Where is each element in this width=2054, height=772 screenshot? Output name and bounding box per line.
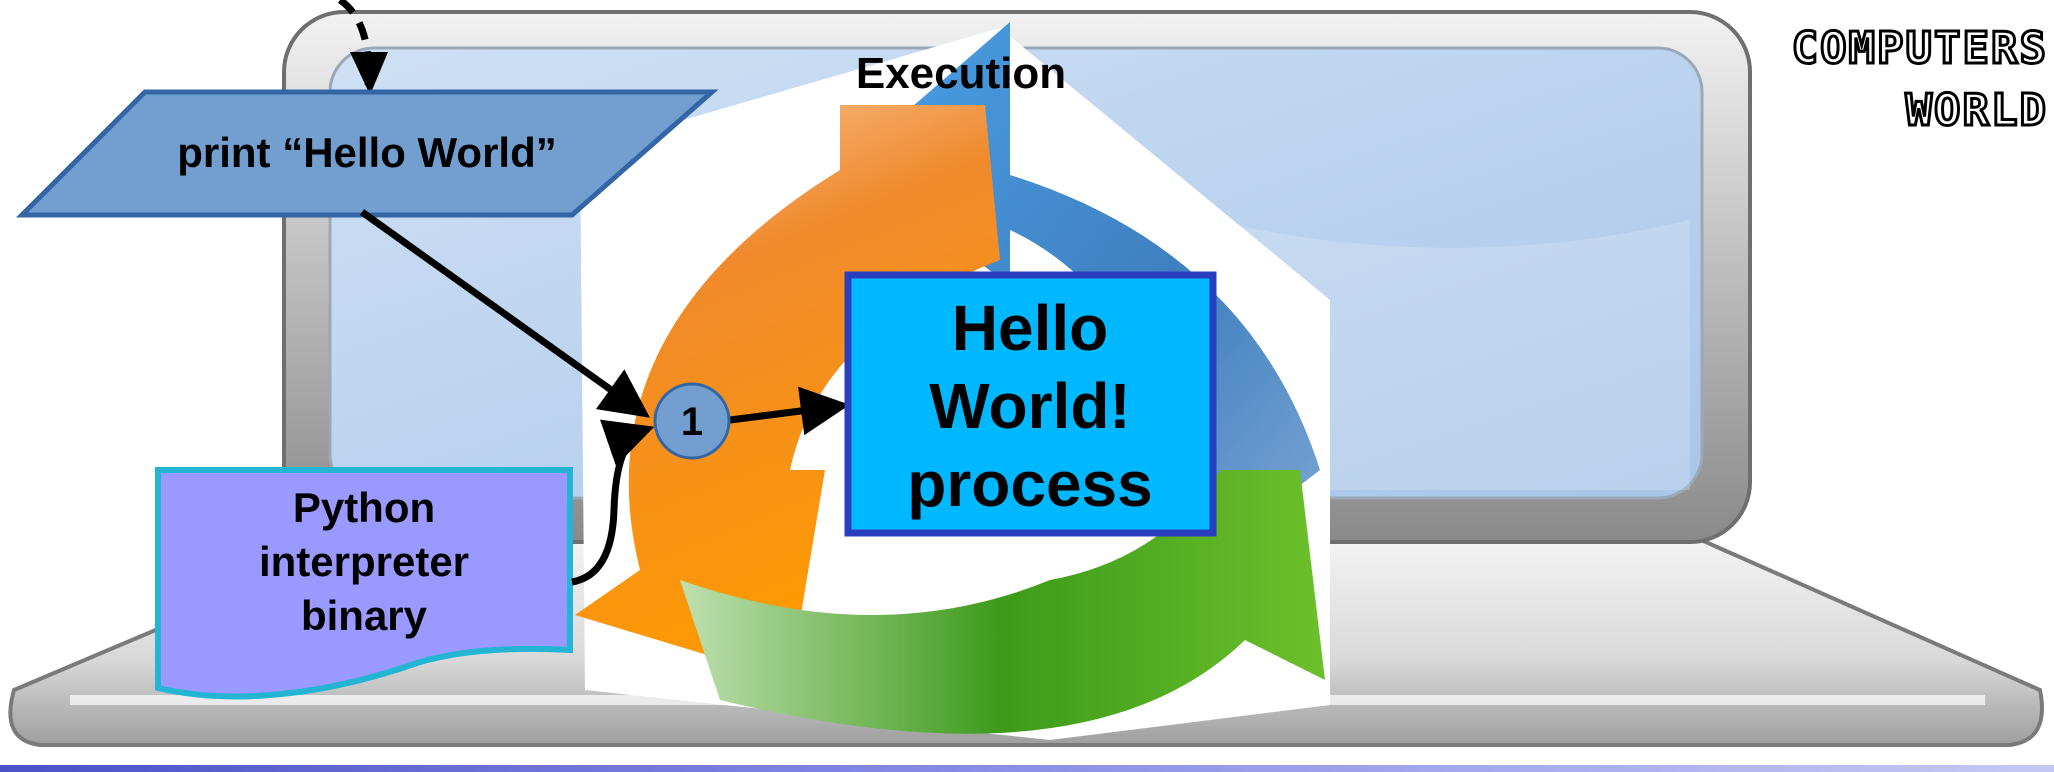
step-marker [653,382,731,460]
connector-marker-to-process [729,386,850,436]
source-statement-text: print “Hello World” [177,129,557,176]
dashed-arrow [337,0,372,86]
brand-logo: Computers World [1790,18,2048,142]
step-marker-text: 1 [681,400,703,444]
connector-statement-to-marker [359,209,650,418]
process-label-line-2: World! [929,370,1130,442]
cycle-label: Execution [856,49,1066,98]
interpreter-binary-shape [155,467,573,700]
dashed-arrow-head [350,52,388,95]
brand-line-2: World [1904,84,2048,138]
bottom-strip [0,765,2054,772]
source-statement-shape [15,89,719,218]
interpreter-label-line-1: Python [293,484,435,531]
brand-line-1: Computers [1790,22,2048,76]
process-label-line-1: Hello [952,292,1108,364]
interpreter-label-line-3: binary [301,592,428,639]
process-label-line-3: process [907,448,1152,520]
connector-interpreter-to-marker [571,419,655,586]
cycle-arrow-orange [575,105,1000,680]
process-box [844,271,1217,537]
interpreter-label-line-2: interpreter [259,538,469,585]
